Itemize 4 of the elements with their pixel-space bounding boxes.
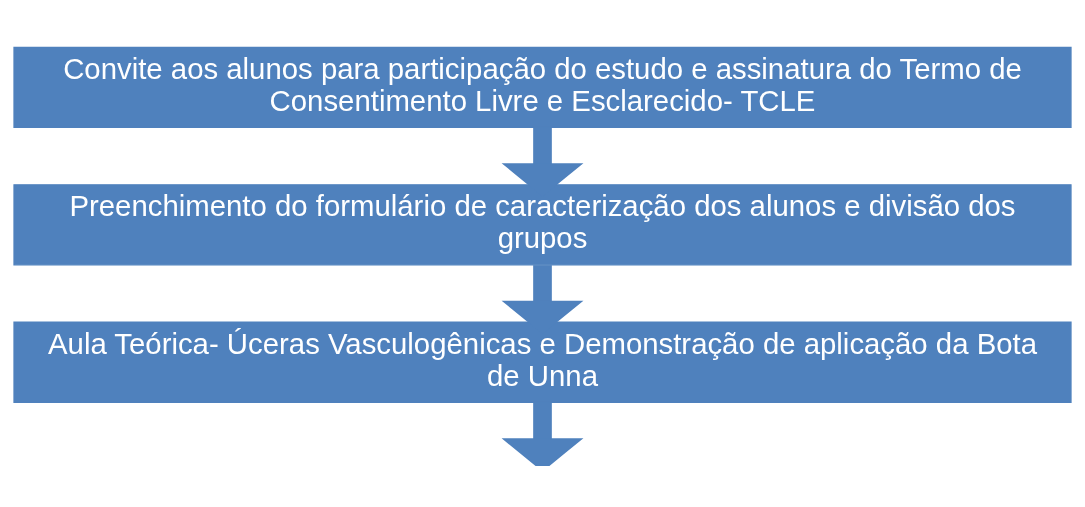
node-box: Preenchimento do formulário de caracterização dos alunos e divisão dos grupos [13,183,1072,266]
node-box: Aula Teórica- Úceras Vasculogênicas e Demonstração de aplicação da Bota de Unna [13,321,1072,403]
arrow [501,402,584,466]
node-box: Convite aos alunos para participação do estudo e assinatura do Termo de Consentimento Livre e Esclarecido- TCLE [13,46,1072,128]
